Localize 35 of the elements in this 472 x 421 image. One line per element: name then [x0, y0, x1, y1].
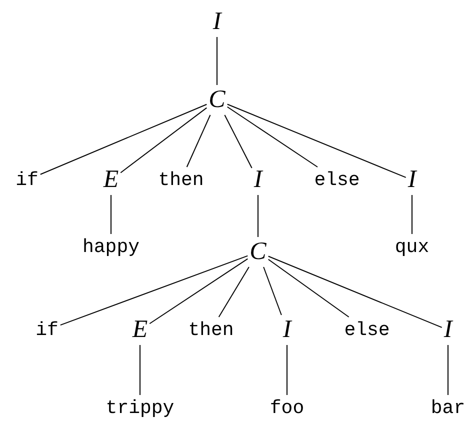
nonterminal-symbol: C — [248, 239, 268, 265]
tree-edge — [186, 114, 211, 168]
tree-edge — [120, 107, 208, 174]
tree-edge — [218, 266, 250, 318]
tree-edge — [40, 104, 208, 175]
nonterminal-symbol: I — [442, 317, 454, 343]
tree-edge — [226, 104, 406, 178]
terminal-token: if — [34, 319, 60, 341]
terminal-token: else — [342, 319, 392, 341]
tree-edge — [149, 258, 248, 324]
tree-edge — [226, 106, 318, 168]
terminal-token: then — [156, 169, 206, 191]
nonterminal-symbol: E — [130, 317, 150, 343]
terminal-token: then — [186, 319, 236, 341]
nonterminal-symbol: E — [101, 167, 121, 193]
nonterminal-symbol: C — [206, 87, 228, 113]
tree-edge — [60, 255, 248, 326]
terminal-token: bar — [428, 397, 468, 419]
nonterminal-symbol: I — [252, 167, 264, 193]
tree-edge — [224, 114, 252, 168]
tree-edge — [268, 256, 442, 328]
terminal-token: else — [312, 169, 362, 191]
terminal-token: trippy — [104, 397, 176, 419]
tree-edge — [268, 258, 350, 318]
terminal-token: qux — [392, 236, 432, 258]
nonterminal-symbol: I — [210, 9, 224, 35]
nonterminal-symbol: I — [280, 317, 294, 343]
tree-edge — [110, 194, 112, 234]
tree-edge — [216, 36, 218, 86]
terminal-token: if — [14, 169, 40, 191]
tree-edge — [286, 344, 288, 396]
terminal-token: foo — [268, 397, 306, 419]
terminal-token: happy — [80, 236, 142, 258]
tree-edge — [263, 266, 282, 316]
nonterminal-symbol: I — [406, 167, 418, 193]
